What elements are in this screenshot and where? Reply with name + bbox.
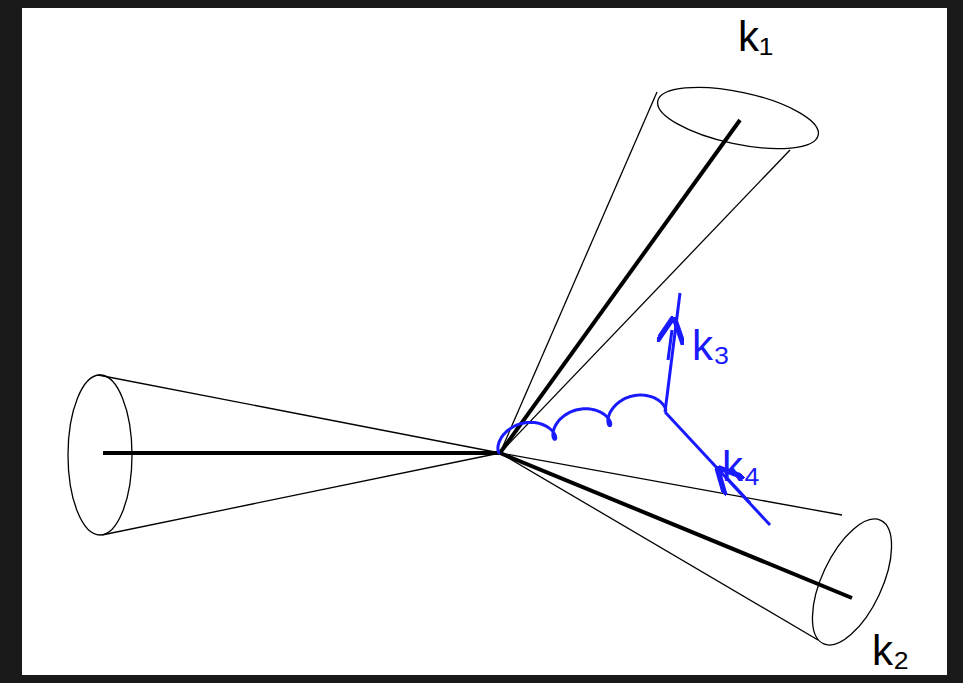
quark-arrow: [668, 330, 672, 360]
cone-edge: [500, 453, 842, 515]
cone-edge: [500, 453, 818, 640]
jet-axis: [103, 451, 500, 455]
gluon-splitting: [498, 293, 770, 525]
jet-axis: [500, 453, 852, 598]
momentum-label: k₄: [722, 446, 760, 488]
gluon-line: [498, 395, 666, 453]
cone-rim: [652, 76, 823, 161]
antiquark-line: [665, 412, 770, 525]
momentum-label: k₁: [738, 16, 773, 58]
cone-edge: [500, 92, 657, 453]
momentum-label: k₃: [692, 325, 730, 367]
jet-axes: [103, 120, 852, 598]
slide-ground: [22, 8, 947, 675]
cone-edge: [98, 375, 500, 453]
momentum-label: k₂: [872, 630, 909, 672]
cone-edge: [102, 453, 500, 535]
jet-cones: [68, 76, 908, 657]
cone-edge: [500, 150, 790, 453]
quark-line: [665, 293, 680, 412]
